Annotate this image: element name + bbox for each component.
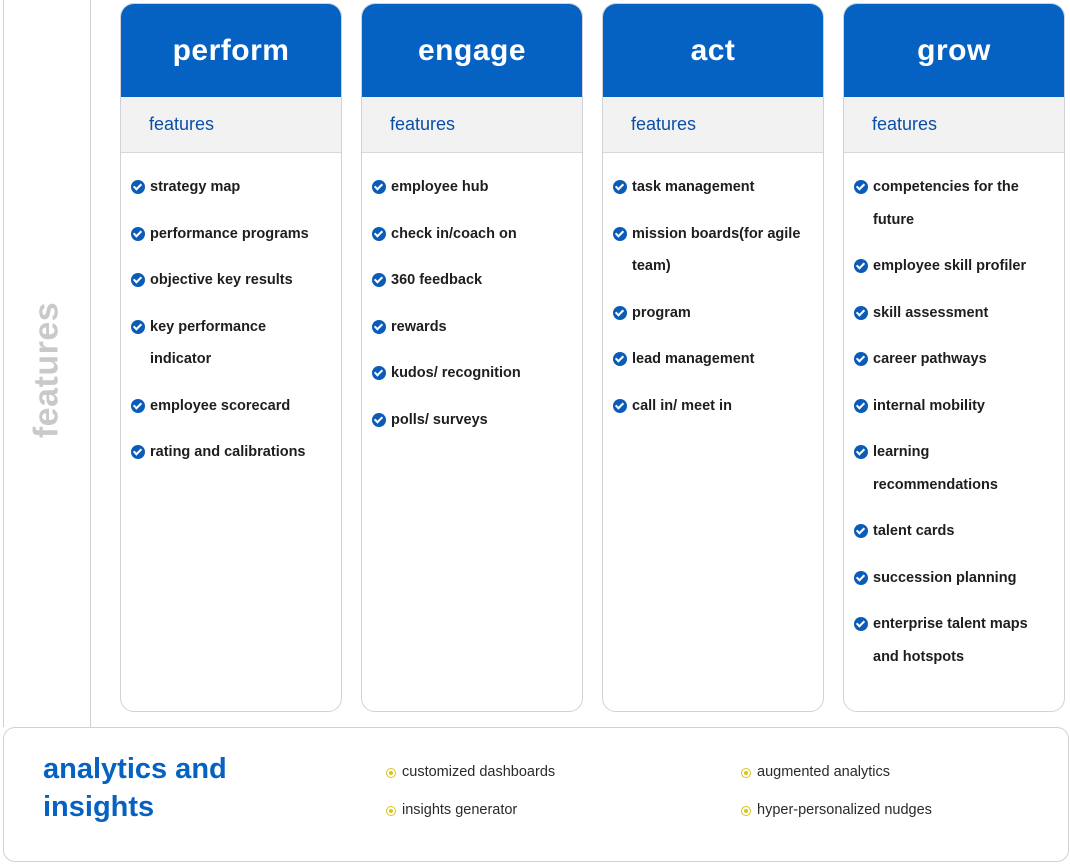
- check-icon: [613, 352, 627, 366]
- feature-item: performance programs: [131, 218, 331, 251]
- check-icon: [131, 226, 145, 241]
- check-icon: [854, 617, 868, 631]
- check-icon: [372, 226, 386, 241]
- feature-item: key performance indicator: [131, 311, 331, 376]
- column-grow: grow features competencies for the futur…: [843, 3, 1065, 712]
- feature-item: program: [613, 297, 813, 330]
- check-icon: [854, 259, 868, 273]
- bullet-icon: [741, 806, 751, 816]
- check-icon: [131, 398, 145, 413]
- feature-item: check in/coach on: [372, 218, 572, 251]
- feature-list: strategy map performance programs object…: [121, 153, 341, 469]
- bullet-icon: [386, 768, 396, 778]
- check-icon: [372, 366, 386, 380]
- check-icon: [854, 352, 868, 366]
- analytics-item: hyper-personalized nudges: [741, 802, 932, 818]
- check-icon: [131, 319, 145, 334]
- check-icon: [372, 273, 386, 287]
- bullet-icon: [741, 768, 751, 778]
- analytics-item: insights generator: [386, 802, 517, 818]
- check-icon: [854, 180, 868, 194]
- feature-item: rating and calibrations: [131, 436, 331, 469]
- feature-item: mission boards(for agile team): [613, 218, 813, 283]
- feature-item: objective key results: [131, 264, 331, 297]
- check-icon: [131, 180, 145, 194]
- feature-item: talent cards: [854, 515, 1054, 548]
- feature-item: skill assessment: [854, 297, 1054, 330]
- feature-item: employee hub: [372, 171, 572, 204]
- feature-item: kudos/ recognition: [372, 357, 572, 390]
- check-icon: [131, 445, 145, 459]
- feature-item: task management: [613, 171, 813, 204]
- feature-item: lead management: [613, 343, 813, 376]
- column-perform: perform features strategy map performanc…: [120, 3, 342, 712]
- feature-item: career pathways: [854, 343, 1054, 376]
- feature-list: employee hub check in/coach on 360 feedb…: [362, 153, 582, 436]
- check-icon: [613, 226, 627, 241]
- feature-item: learning recommendations: [854, 436, 1054, 501]
- side-label: features: [27, 301, 66, 439]
- check-icon: [613, 398, 627, 413]
- analytics-item: customized dashboards: [386, 764, 555, 780]
- analytics-panel: analytics and insights customized dashbo…: [3, 727, 1069, 862]
- check-icon: [372, 412, 386, 427]
- check-icon: [372, 180, 386, 194]
- feature-list: task management mission boards(for agile…: [603, 153, 823, 422]
- column-subtitle: features: [603, 97, 823, 153]
- column-subtitle: features: [121, 97, 341, 153]
- feature-item: rewards: [372, 311, 572, 344]
- column-subtitle: features: [362, 97, 582, 153]
- feature-item: employee skill profiler: [854, 250, 1054, 283]
- column-title: perform: [121, 4, 341, 97]
- feature-item: succession planning: [854, 562, 1054, 595]
- check-icon: [854, 305, 868, 320]
- analytics-item: augmented analytics: [741, 764, 890, 780]
- feature-item: 360 feedback: [372, 264, 572, 297]
- side-panel: [3, 0, 91, 727]
- feature-item: polls/ surveys: [372, 404, 572, 437]
- column-engage: engage features employee hub check in/co…: [361, 3, 583, 712]
- column-subtitle: features: [844, 97, 1064, 153]
- feature-item: enterprise talent maps and hotspots: [854, 608, 1054, 673]
- feature-item: internal mobility: [854, 390, 1054, 423]
- check-icon: [854, 445, 868, 459]
- check-icon: [613, 180, 627, 194]
- feature-item: employee scorecard: [131, 390, 331, 423]
- feature-item: call in/ meet in: [613, 390, 813, 423]
- check-icon: [854, 570, 868, 585]
- bullet-icon: [386, 806, 396, 816]
- check-icon: [854, 524, 868, 538]
- check-icon: [854, 398, 868, 413]
- column-title: grow: [844, 4, 1064, 97]
- feature-item: competencies for the future: [854, 171, 1054, 236]
- check-icon: [613, 305, 627, 320]
- column-title: act: [603, 4, 823, 97]
- feature-list: competencies for the future employee ski…: [844, 153, 1064, 673]
- column-act: act features task management mission boa…: [602, 3, 824, 712]
- check-icon: [131, 273, 145, 287]
- analytics-title: analytics and insights: [43, 753, 227, 823]
- feature-item: strategy map: [131, 171, 331, 204]
- column-title: engage: [362, 4, 582, 97]
- check-icon: [372, 319, 386, 334]
